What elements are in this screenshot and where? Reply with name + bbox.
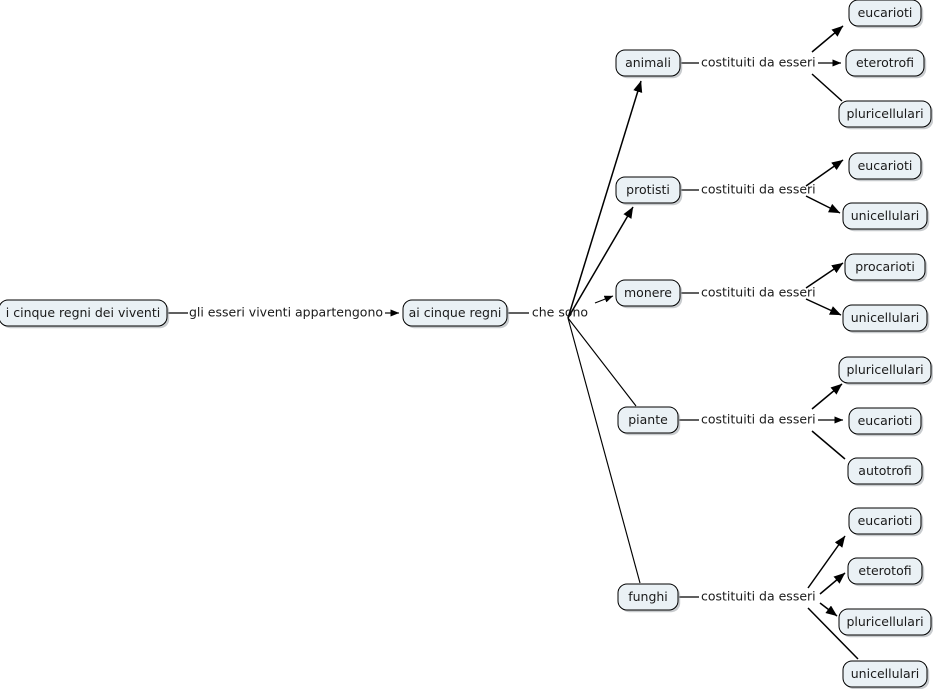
- node-funghi[interactable]: funghi: [617, 583, 681, 613]
- node-mo-uni[interactable]: unicellulari: [842, 304, 930, 334]
- node-label: ai cinque regni: [409, 305, 502, 320]
- edge-e-pr-uni: [805, 195, 841, 214]
- edge-label-lbl-cost-protisti: costituiti da esseri: [701, 182, 816, 197]
- edge-label-lbl-cost-piante: costituiti da esseri: [701, 412, 816, 427]
- edges-layer: [168, 25, 859, 660]
- node-piante[interactable]: piante: [617, 406, 681, 436]
- node-label: eucarioti: [858, 158, 913, 173]
- node-protisti[interactable]: protisti: [615, 176, 683, 206]
- node-box[interactable]: [848, 152, 922, 180]
- node-regni[interactable]: ai cinque regni: [402, 299, 510, 329]
- node-label: eucarioti: [858, 5, 913, 20]
- node-pi-aut[interactable]: autotrofi: [847, 457, 925, 487]
- node-label: unicellulari: [851, 208, 920, 223]
- node-pr-uni[interactable]: unicellulari: [842, 202, 930, 232]
- node-mo-pro[interactable]: procarioti: [844, 253, 928, 283]
- edge-e-fu-plu: [819, 602, 838, 617]
- edge-label-lbl-che-sono: che sono: [532, 305, 588, 320]
- node-label: eterotrofi: [856, 55, 914, 70]
- edge-e-fu-euc: [807, 535, 846, 589]
- node-box[interactable]: [838, 608, 932, 636]
- node-label: monere: [624, 285, 672, 300]
- node-box[interactable]: [844, 253, 926, 281]
- edge-e-mo-uni: [805, 298, 842, 316]
- node-fu-euc[interactable]: eucarioti: [848, 507, 924, 537]
- node-root[interactable]: i cinque regni dei viventi: [0, 299, 170, 329]
- node-label: unicellulari: [851, 666, 920, 681]
- node-box[interactable]: [615, 176, 681, 204]
- edge-e-fu-ete: [819, 572, 846, 595]
- node-box[interactable]: [402, 299, 508, 327]
- node-animali[interactable]: animali: [615, 49, 683, 79]
- edge-e-hub-protisti: [567, 206, 634, 319]
- node-label: eterotofi: [858, 563, 911, 578]
- node-label: funghi: [628, 589, 668, 604]
- node-label: animali: [625, 55, 671, 70]
- node-box[interactable]: [848, 407, 922, 435]
- node-box[interactable]: [842, 660, 928, 688]
- node-pi-plu[interactable]: pluricellulari: [838, 356, 933, 386]
- node-label: protisti: [626, 182, 670, 197]
- node-box[interactable]: [617, 406, 679, 434]
- node-box[interactable]: [848, 0, 922, 27]
- edge-e-an-euc: [811, 25, 844, 53]
- node-monere[interactable]: monere: [615, 279, 683, 309]
- node-box[interactable]: [615, 49, 681, 77]
- node-fu-plu[interactable]: pluricellulari: [838, 608, 933, 638]
- node-fu-uni[interactable]: unicellulari: [842, 660, 930, 689]
- node-label: unicellulari: [851, 310, 920, 325]
- edge-e-hub-animali: [567, 80, 643, 319]
- node-label: procarioti: [855, 259, 915, 274]
- node-box[interactable]: [615, 279, 681, 307]
- node-label: eucarioti: [858, 413, 913, 428]
- edge-e-pi-aut: [811, 430, 846, 460]
- edge-label-lbl-cost-monere: costituiti da esseri: [701, 285, 816, 300]
- node-box[interactable]: [838, 100, 932, 128]
- edge-e-fu-uni: [807, 607, 859, 660]
- node-label: piante: [628, 412, 668, 427]
- node-label: i cinque regni dei viventi: [6, 305, 160, 320]
- node-box[interactable]: [838, 356, 932, 384]
- edge-labels-layer: gli esseri viventi appartengono che sono c…: [189, 55, 816, 604]
- node-box[interactable]: [842, 304, 928, 332]
- node-label: pluricellulari: [846, 106, 923, 121]
- edge-e-hub-monere: [594, 295, 614, 304]
- node-label: pluricellulari: [846, 614, 923, 629]
- node-label: eucarioti: [858, 513, 913, 528]
- node-box[interactable]: [847, 457, 923, 485]
- edge-label-lbl-cost-animali: costituiti da esseri: [701, 55, 816, 70]
- node-label: pluricellulari: [846, 362, 923, 377]
- node-box[interactable]: [845, 49, 925, 77]
- node-fu-ete[interactable]: eterotofi: [847, 557, 925, 587]
- node-an-euc[interactable]: eucarioti: [848, 0, 924, 29]
- edge-e-pr-euc: [805, 159, 844, 187]
- node-label: autotrofi: [858, 463, 911, 478]
- node-box[interactable]: [617, 583, 679, 611]
- edge-label-lbl-appartengono: gli esseri viventi appartengono: [189, 305, 383, 320]
- node-box[interactable]: [0, 299, 168, 327]
- node-box[interactable]: [842, 202, 928, 230]
- edge-e-hub-funghi: [567, 317, 641, 584]
- edge-e-an-plu: [811, 73, 843, 102]
- edge-e-mo-pro: [805, 262, 844, 289]
- node-an-ete[interactable]: eterotrofi: [845, 49, 927, 79]
- node-pi-euc[interactable]: eucarioti: [848, 407, 924, 437]
- node-box[interactable]: [847, 557, 923, 585]
- node-an-plu[interactable]: pluricellulari: [838, 100, 933, 130]
- node-box[interactable]: [848, 507, 922, 535]
- edge-e-pi-plu: [811, 383, 843, 410]
- edge-label-lbl-cost-funghi: costituiti da esseri: [701, 589, 816, 604]
- node-pr-euc[interactable]: eucarioti: [848, 152, 924, 182]
- edge-e-hub-piante: [567, 317, 637, 407]
